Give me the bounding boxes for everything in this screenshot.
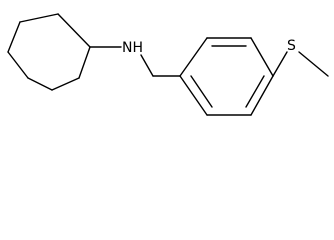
ring-bond: [78, 46, 91, 79]
aromatic-double-bond-line: [245, 75, 265, 108]
aromatic-bond: [179, 75, 208, 116]
cycloheptane-ring: [7, 13, 91, 91]
ring-bond: [19, 13, 59, 23]
chemical-structure: NH S: [7, 13, 329, 116]
aromatic-double-bond-line: [190, 75, 213, 108]
aromatic-bond: [179, 37, 208, 77]
ring-bond: [7, 21, 21, 53]
n-ch2-bond: [140, 54, 154, 77]
sulfur-label: S: [287, 38, 296, 54]
ring-bond: [51, 77, 80, 91]
ring-bond: [57, 13, 91, 48]
s-ch3-bond: [298, 51, 329, 77]
aromatic-bond: [250, 37, 274, 77]
aromatic-bond: [250, 75, 274, 116]
nitrogen-label: NH: [122, 40, 143, 56]
ring-bond: [27, 77, 53, 91]
benzene-ring: [179, 37, 274, 116]
ring-bond: [7, 51, 29, 79]
aryl-s-bond: [272, 51, 288, 77]
